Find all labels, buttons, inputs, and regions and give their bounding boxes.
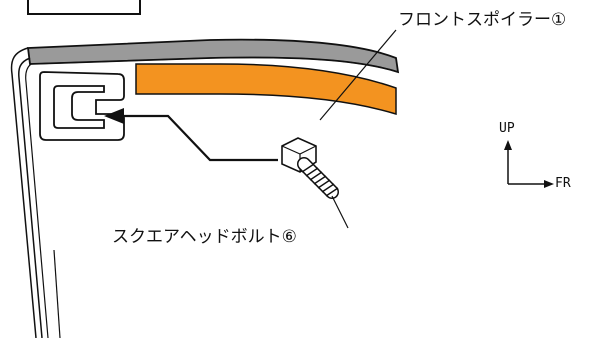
up-fr-direction-arrows-icon bbox=[504, 140, 554, 188]
frame-outer-line bbox=[10, 47, 37, 339]
panel-edge-line bbox=[29, 56, 399, 73]
bolt-label: スクエアヘッドボルト⑥ bbox=[112, 227, 297, 247]
fr-direction-label: FR bbox=[555, 176, 571, 191]
up-direction-label: UP bbox=[499, 121, 515, 136]
bolt-leader-line bbox=[331, 195, 349, 229]
corner-box-fragment bbox=[27, 0, 141, 15]
insert-path-line bbox=[112, 114, 278, 162]
spoiler-leader-line bbox=[319, 29, 397, 121]
square-head-bolt bbox=[281, 137, 339, 199]
c-clip-slot bbox=[53, 85, 105, 129]
front-spoiler bbox=[135, 63, 397, 116]
frame-inner-line bbox=[25, 63, 49, 339]
frame-inner-line-2 bbox=[53, 249, 61, 339]
c-clip-bracket bbox=[39, 71, 125, 141]
frame-mid-line bbox=[18, 57, 43, 339]
insert-arrowhead-icon bbox=[104, 108, 124, 124]
spoiler-label: フロントスポイラー① bbox=[398, 10, 567, 30]
